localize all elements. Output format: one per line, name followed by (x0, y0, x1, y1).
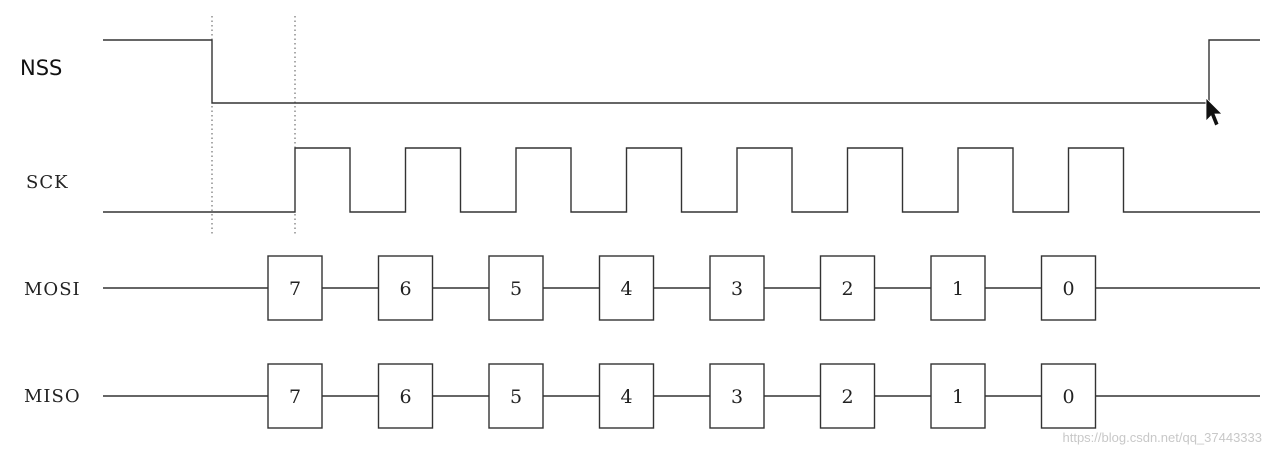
mosi-bit-label: 1 (952, 278, 964, 300)
miso-bit-box (377, 363, 434, 429)
mosi-bit-label: 3 (731, 278, 743, 300)
mosi-bit-label: 6 (399, 278, 411, 300)
miso-bit-box (1040, 363, 1097, 429)
signal-label-mosi: MOSI (24, 279, 81, 300)
miso-bit-label: 2 (841, 386, 853, 408)
mosi-bit-label: 0 (1062, 278, 1074, 300)
miso-bit-box (267, 363, 323, 429)
miso-bit-box (819, 363, 876, 429)
signal-label-miso: MISO (24, 386, 81, 407)
miso-bit-label: 4 (620, 386, 632, 408)
miso-bit-label: 3 (731, 386, 743, 408)
mosi-bit-label: 4 (620, 278, 632, 300)
miso-bit-label: 7 (289, 386, 301, 408)
mosi-bit-box (488, 255, 544, 321)
miso-bit-label: 6 (399, 386, 411, 408)
watermark-text: https://blog.csdn.net/qq_37443333 (1063, 430, 1263, 445)
nss-waveform (103, 39, 1260, 104)
mosi-bit-box (377, 255, 434, 321)
mosi-waveform: 7 6 5 4 3 2 1 0 (103, 255, 1260, 321)
miso-waveform: 7 6 5 4 3 2 1 0 (103, 363, 1260, 429)
signal-label-sck: SCK (26, 172, 69, 193)
mosi-bit-box (819, 255, 876, 321)
sck-waveform (103, 147, 1260, 213)
mosi-bit-box (709, 255, 765, 321)
mosi-bit-label: 7 (289, 278, 301, 300)
mosi-bit-box (598, 255, 655, 321)
miso-bit-label: 0 (1062, 386, 1074, 408)
miso-bit-label: 5 (510, 386, 522, 408)
mosi-bit-box (267, 255, 323, 321)
mosi-bit-label: 5 (510, 278, 522, 300)
mosi-bit-box (1040, 255, 1097, 321)
miso-bit-box (488, 363, 544, 429)
miso-bit-box (709, 363, 765, 429)
mosi-bit-box (930, 255, 986, 321)
miso-bit-label: 1 (952, 386, 964, 408)
mouse-pointer-icon (1205, 97, 1223, 127)
miso-bit-box (930, 363, 986, 429)
miso-bit-box (598, 363, 655, 429)
signal-label-nss: NSS (20, 56, 62, 80)
mosi-bit-label: 2 (841, 278, 853, 300)
